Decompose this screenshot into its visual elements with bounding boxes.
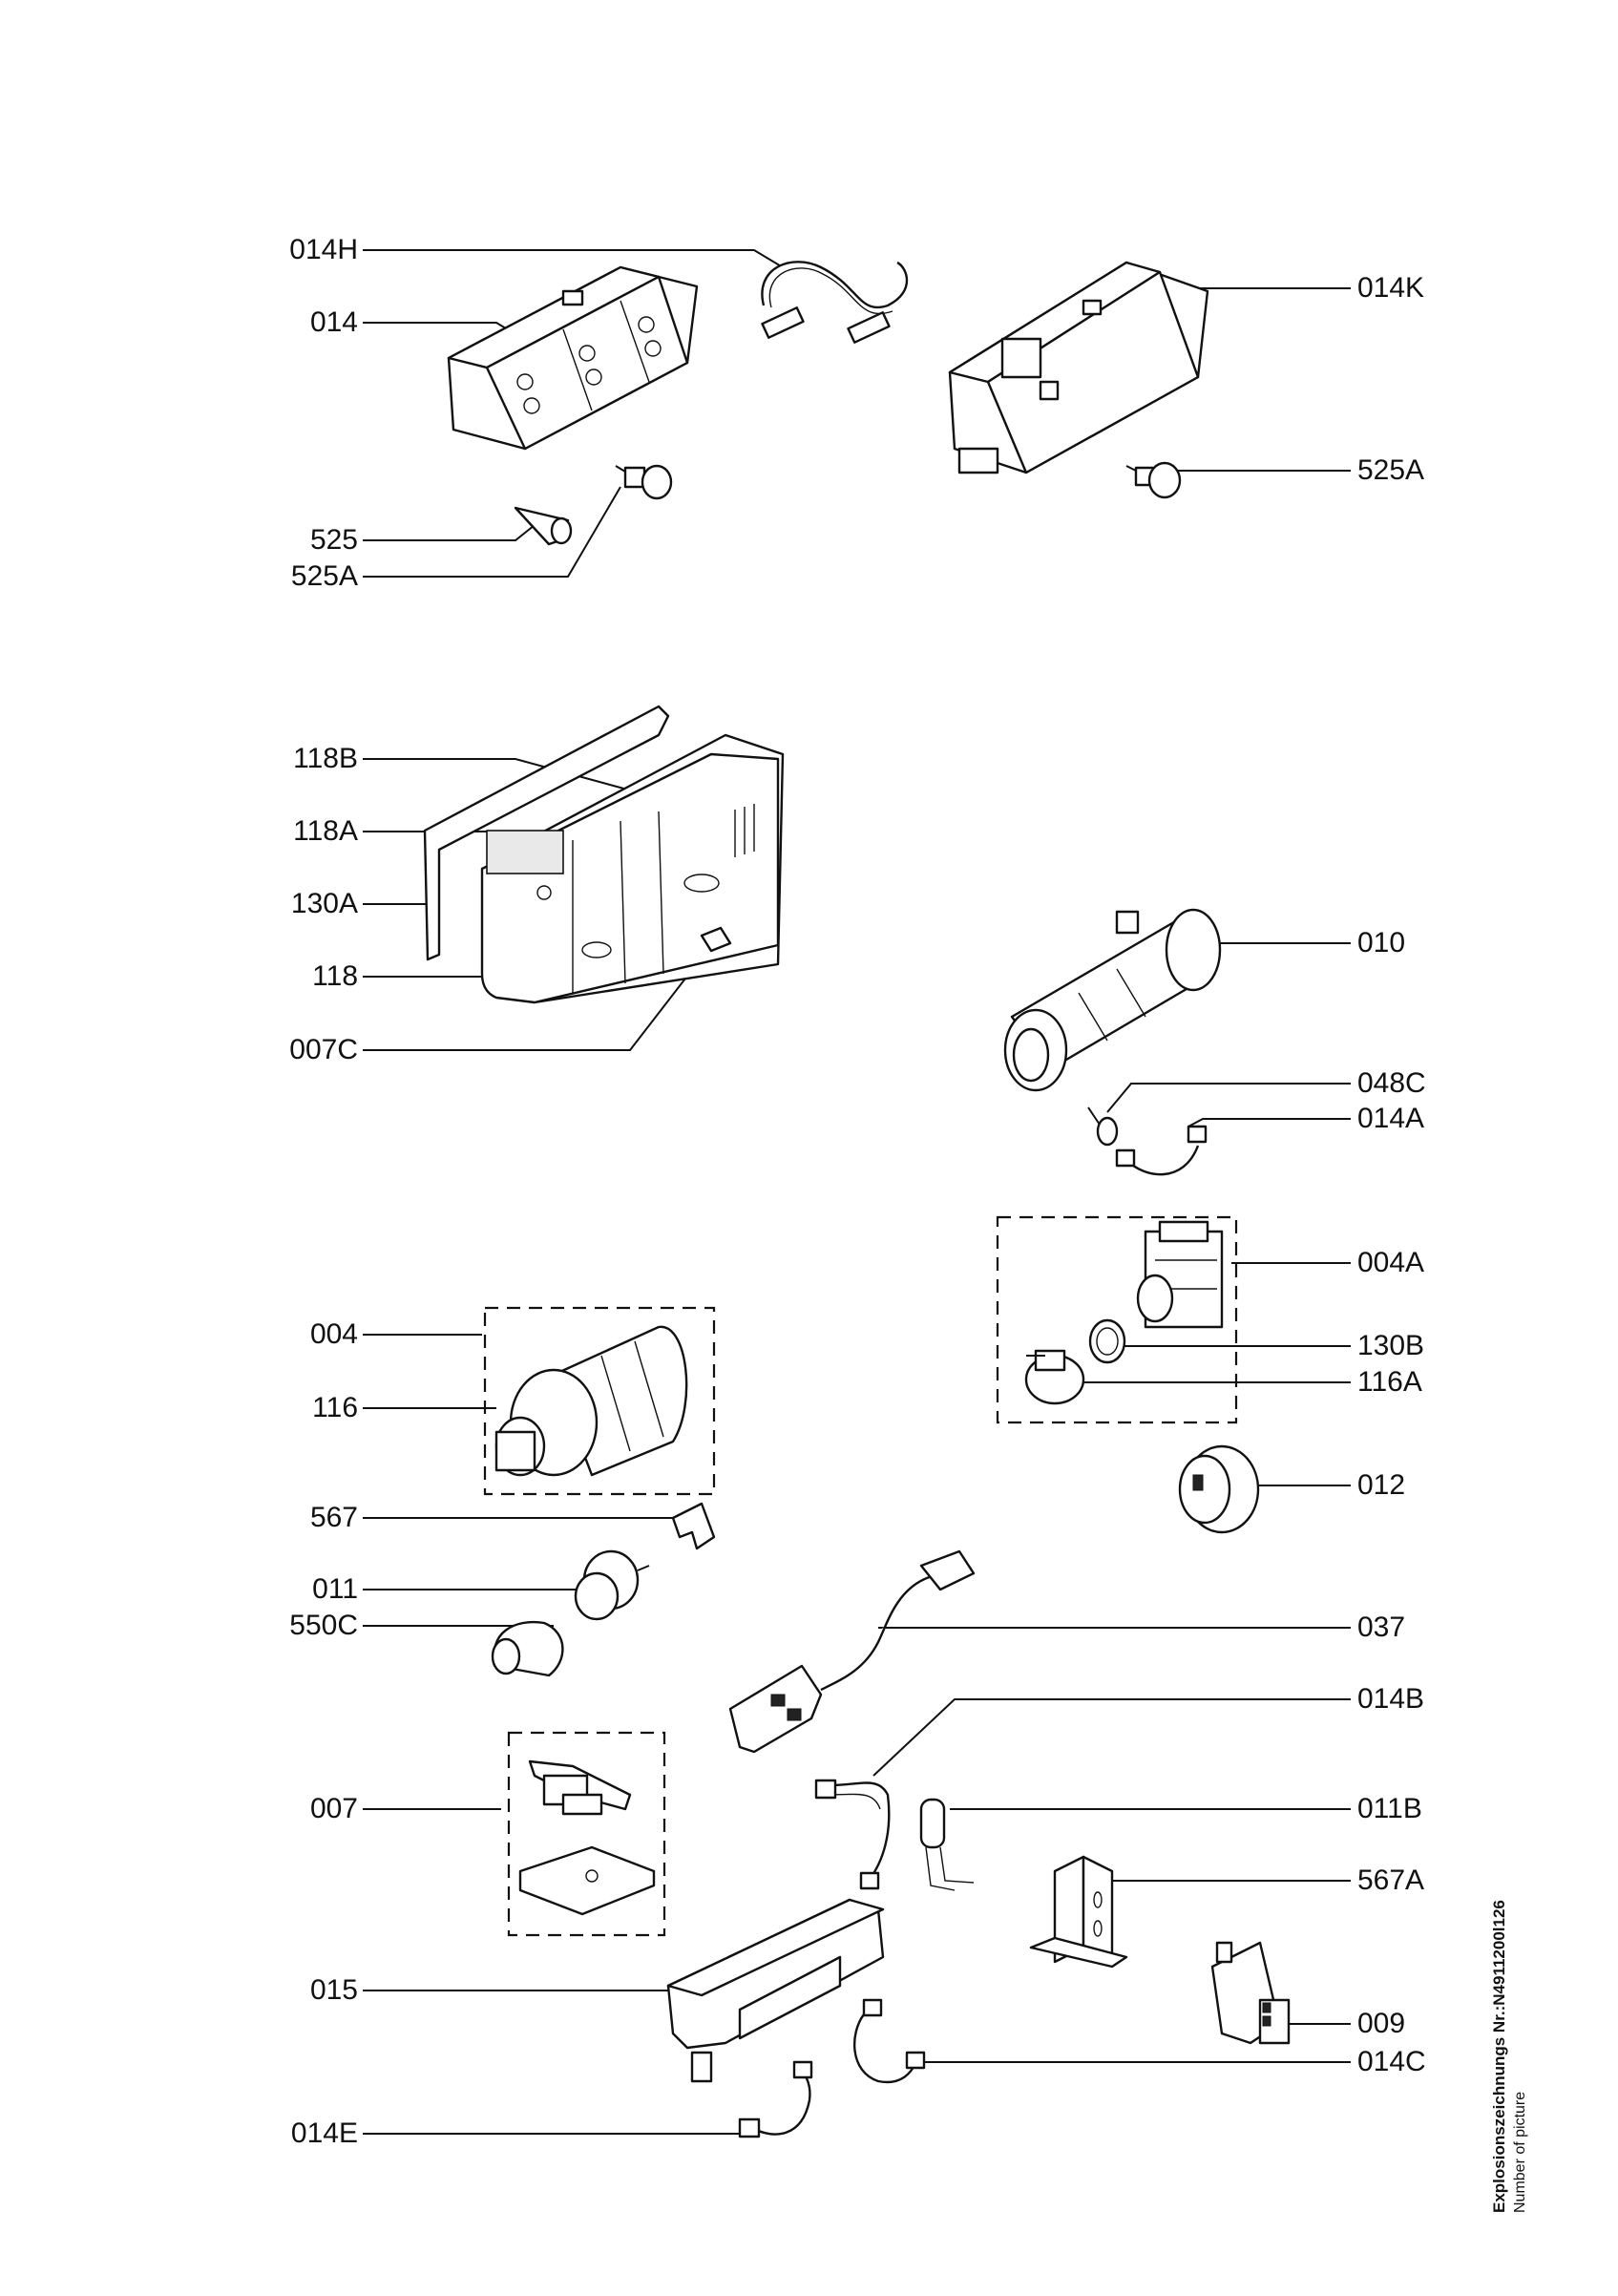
seal-ring-130B bbox=[1088, 1318, 1126, 1364]
capacitor-011B bbox=[919, 1798, 975, 1891]
label-014C: 014C bbox=[1357, 2046, 1426, 2077]
label-011B: 011B bbox=[1357, 1793, 1422, 1824]
label-014B: 014B bbox=[1357, 1683, 1425, 1715]
label-118B: 118B bbox=[293, 743, 358, 774]
group-box-004A bbox=[996, 1215, 1238, 1424]
label-004A: 004A bbox=[1357, 1247, 1425, 1278]
picture-number-line1: Explosionszeichnungs Nr.:N4911200l126 bbox=[1490, 1900, 1508, 2213]
label-130B: 130B bbox=[1357, 1330, 1425, 1361]
bracket-567 bbox=[671, 1502, 716, 1550]
label-004: 004 bbox=[309, 1318, 358, 1350]
clip-007C bbox=[700, 926, 732, 953]
label-007: 007 bbox=[309, 1793, 358, 1824]
group-box-004 bbox=[483, 1306, 716, 1496]
label-007C: 007C bbox=[289, 1034, 358, 1065]
knob-525 bbox=[514, 506, 573, 546]
button-525A-left bbox=[615, 464, 673, 500]
label-130A: 130A bbox=[290, 888, 358, 919]
control-module-014 bbox=[447, 265, 699, 451]
picture-number-line2: Number of picture bbox=[1512, 2091, 1528, 2213]
capacitor-011 bbox=[574, 1549, 650, 1621]
relay-009 bbox=[1210, 1941, 1291, 2045]
label-567A: 567A bbox=[1357, 1864, 1425, 1896]
label-525A-right: 525A bbox=[1357, 454, 1425, 486]
label-011: 011 bbox=[312, 1573, 358, 1605]
control-module-014K bbox=[948, 261, 1209, 474]
leader-lines bbox=[363, 249, 1351, 2135]
cover-015 bbox=[666, 1898, 885, 2083]
label-567: 567 bbox=[309, 1502, 358, 1533]
switch-007 bbox=[518, 1759, 656, 1916]
label-525: 525 bbox=[309, 524, 358, 556]
label-014K: 014K bbox=[1357, 272, 1425, 304]
label-116: 116 bbox=[312, 1392, 358, 1423]
label-014H: 014H bbox=[289, 234, 358, 265]
cable-014A bbox=[1115, 1125, 1208, 1176]
label-010: 010 bbox=[1357, 927, 1406, 958]
label-014: 014 bbox=[309, 306, 358, 338]
heater-010 bbox=[1003, 908, 1222, 1092]
label-009: 009 bbox=[1357, 2008, 1406, 2039]
label-118A: 118A bbox=[293, 815, 358, 847]
picture-number-text: Explosionszeichnungs Nr.:N4911200l126 Nu… bbox=[1489, 1900, 1531, 2213]
cable-014C bbox=[852, 1998, 926, 2084]
label-118: 118 bbox=[312, 960, 358, 992]
cap-550C bbox=[491, 1620, 564, 1677]
pump-004A bbox=[1136, 1220, 1224, 1329]
label-525A-left: 525A bbox=[290, 560, 358, 592]
label-014A: 014A bbox=[1357, 1103, 1425, 1134]
pressure-switch-012 bbox=[1178, 1444, 1260, 1534]
label-015: 015 bbox=[309, 1974, 358, 2006]
bracket-567A bbox=[1029, 1855, 1128, 1969]
cable-014B bbox=[814, 1779, 891, 1890]
group-box-007 bbox=[507, 1731, 666, 1937]
label-014E: 014E bbox=[290, 2117, 358, 2149]
label-116A: 116A bbox=[1357, 1366, 1422, 1398]
sensor-048C bbox=[1087, 1106, 1119, 1147]
label-048C: 048C bbox=[1357, 1067, 1426, 1099]
housing-116A bbox=[1024, 1349, 1085, 1405]
mains-cable-037 bbox=[728, 1549, 976, 1754]
dispenser-118 bbox=[423, 705, 785, 1004]
label-550C: 550C bbox=[289, 1610, 358, 1641]
label-012: 012 bbox=[1357, 1469, 1406, 1501]
pump-004 bbox=[494, 1325, 688, 1477]
wire-harness-014H bbox=[761, 261, 909, 344]
cable-014E bbox=[738, 2060, 813, 2138]
button-525A-right bbox=[1125, 461, 1182, 499]
label-037: 037 bbox=[1357, 1611, 1406, 1643]
